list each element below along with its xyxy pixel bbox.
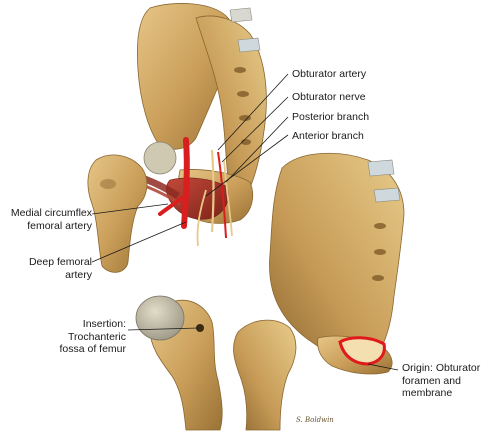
label-deep-femoral-artery: Deep femoral artery [28, 256, 92, 281]
label-obturator-nerve: Obturator nerve [292, 91, 366, 103]
label-origin: Origin: Obturator foramen and membrane [402, 362, 481, 399]
upper-pelvis [87, 3, 267, 273]
label-posterior-branch: Posterior branch [292, 111, 370, 123]
label-anterior-branch: Anterior branch [292, 130, 364, 142]
right-pelvis [269, 152, 405, 375]
label-obturator-artery: Obturator artery [292, 68, 367, 80]
lower-femur [135, 295, 297, 431]
artist-signature: S. Boldwin [296, 416, 334, 424]
leader-lines [91, 73, 399, 371]
label-insertion: Insertion: Trochanteric fossa of femur [59, 318, 126, 355]
label-medial-circumflex-femoral-artery: Medial circumflex femoral artery [10, 207, 92, 232]
